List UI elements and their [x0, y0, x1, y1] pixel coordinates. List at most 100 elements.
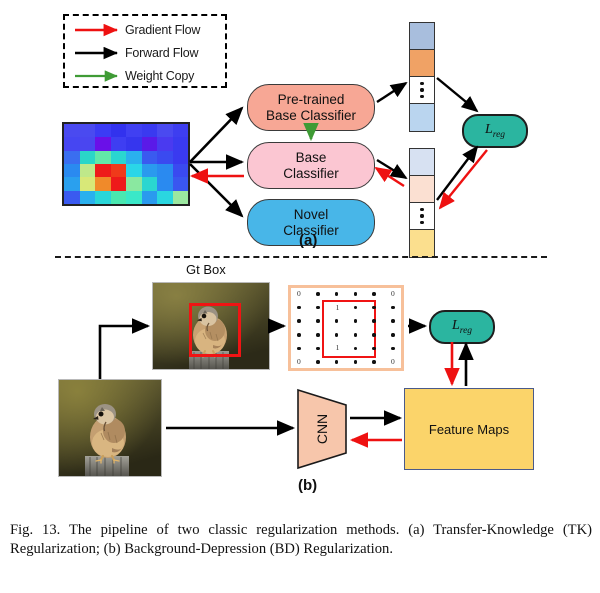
arrow-heatmap-to-novel [189, 163, 244, 218]
arrow-bottom-vector-to-loss [436, 145, 479, 201]
mask-one-label: 1 [335, 302, 340, 312]
heatmap-cell [157, 124, 173, 138]
mask-zero-label: 0 [297, 289, 301, 298]
heatmap-cell [110, 150, 126, 164]
mask-dot [391, 346, 395, 351]
loss-reg-node-b[interactable]: Lreg [429, 310, 495, 344]
heatmap-cell [141, 163, 157, 178]
mask-dot [316, 346, 320, 351]
heatmap-cell [141, 124, 157, 138]
mask-dot [353, 305, 358, 310]
mask-dot [353, 346, 358, 351]
heatmap-cell [141, 150, 157, 164]
arrow-base-to-vector [376, 158, 408, 180]
gt-box-image [152, 282, 270, 370]
mask-dot [372, 292, 376, 296]
legend-label-forward-flow: Forward Flow [125, 46, 199, 60]
arrow-heatmap-to-pretrained [189, 106, 244, 163]
heatmap-cell [79, 124, 95, 138]
cnn-label: CNN [314, 413, 330, 445]
mask-dot [334, 333, 339, 337]
heatmap-cell [79, 150, 95, 164]
mask-dot [372, 305, 376, 310]
mask-zero-label: 0 [391, 289, 395, 298]
heatmap-cell [157, 163, 173, 178]
vector-cell [410, 149, 434, 176]
mask-dot [391, 319, 395, 323]
heatmap-cell [126, 150, 142, 164]
novel-classifier-line-2: Classifier [283, 222, 339, 238]
cnn-label-wrapper: CNN [296, 388, 348, 470]
loss-reg-label-a: Lreg [484, 122, 506, 140]
novel-classifier[interactable]: Novel Classifier [247, 199, 375, 246]
heatmap-cell [126, 137, 142, 151]
vector-ellipsis-cell [410, 203, 434, 230]
heatmap-cell [172, 163, 188, 178]
heatmap-cell [110, 137, 126, 151]
vector-cell [410, 230, 434, 257]
heatmap-cell [157, 150, 173, 164]
heatmap-cell [95, 124, 111, 138]
mask-dot [334, 319, 339, 323]
cnn-block[interactable]: CNN [296, 388, 348, 470]
mask-zero-label: 0 [391, 357, 395, 366]
pre-trained-base-classifier[interactable]: Pre-trained Base Classifier [247, 84, 375, 131]
mask-dot [353, 292, 358, 296]
legend-item-weight-copy: Weight Copy [73, 66, 194, 86]
ellipsis-dot [420, 94, 424, 99]
legend-box: Gradient Flow Forward Flow [63, 14, 227, 88]
mask-dot [297, 319, 301, 323]
mask-dot [316, 333, 320, 337]
mask-ground-truth-box [322, 300, 376, 358]
heatmap-cell [64, 150, 80, 164]
base-classifier[interactable]: Base Classifier [247, 142, 375, 189]
figure-caption: Fig. 13. The pipeline of two classic reg… [10, 522, 592, 558]
heatmap-cell [172, 190, 188, 204]
legend-item-forward-flow: Forward Flow [73, 43, 199, 63]
mask-one-label: 1 [335, 343, 340, 353]
heatmap-cell [172, 137, 188, 151]
mask-dot [372, 333, 376, 337]
ellipsis-dot [420, 220, 424, 225]
feature-maps-label: Feature Maps [428, 421, 510, 437]
arrow-top-vector-to-loss [436, 77, 479, 113]
ellipsis-dot [420, 207, 424, 212]
arrow-image-to-gt [98, 318, 151, 379]
heatmap-cell [95, 150, 111, 164]
vector-cell [410, 104, 434, 131]
gt-box-title: Gt Box [186, 262, 226, 277]
heatmap-cell [110, 124, 126, 138]
loss-reg-label-b: Lreg [451, 318, 473, 336]
mask-dot [334, 292, 339, 296]
mask-dot [297, 305, 301, 310]
heatmap-cell [79, 190, 95, 204]
heatmap-cell [79, 163, 95, 178]
panel-label-b: (b) [298, 477, 318, 494]
mask-dot [297, 333, 301, 337]
heatmap-cell [95, 190, 111, 204]
heatmap-cell [110, 177, 126, 191]
mask-zero-label: 0 [297, 357, 301, 366]
legend-label-weight-copy: Weight Copy [125, 69, 195, 83]
vector-cell [410, 23, 434, 50]
mask-dot [316, 360, 320, 364]
feature-maps-block[interactable]: Feature Maps [404, 388, 534, 470]
background-depression-mask: 0 0 1 1 0 0 [288, 285, 404, 371]
heatmap-cell [157, 177, 173, 191]
base-classifier-line-1: Base [295, 149, 327, 165]
vector-cell [410, 50, 434, 77]
heatmap-cell [126, 177, 142, 191]
ellipsis-dot [420, 81, 424, 86]
mask-dot [391, 333, 395, 337]
base-logit-vector [409, 148, 435, 258]
arrow-gradient-vector-to-base [374, 166, 405, 188]
heatmap-cell [79, 137, 95, 151]
vector-ellipsis-cell [410, 77, 434, 104]
loss-reg-node-a[interactable]: Lreg [462, 114, 528, 148]
ellipsis-dot [420, 214, 424, 218]
mask-dot [316, 319, 320, 323]
mask-dot [372, 360, 376, 364]
arrow-pretrained-to-vector [376, 81, 408, 104]
attention-heatmap [62, 122, 190, 206]
ellipsis-dot [420, 88, 424, 92]
